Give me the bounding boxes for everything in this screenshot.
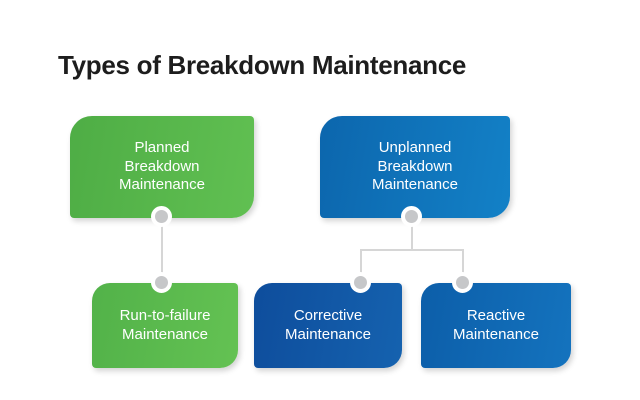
connector-dot-runtofailure-top — [151, 272, 172, 293]
connector-line-planned-to-runtofailure — [161, 218, 163, 283]
node-run-to-failure-maintenance: Run-to-failure Maintenance — [92, 283, 238, 368]
connector-dot-planned-bottom — [151, 206, 172, 227]
node-planned-breakdown-maintenance: Planned Breakdown Maintenance — [70, 116, 254, 218]
connector-line-drop-reactive — [462, 250, 464, 283]
connector-line-unplanned-rail — [360, 249, 464, 251]
node-reactive-maintenance: Reactive Maintenance — [421, 283, 571, 368]
page-title: Types of Breakdown Maintenance — [57, 50, 467, 80]
connector-dot-unplanned-bottom — [401, 206, 422, 227]
connector-line-drop-corrective — [360, 250, 362, 283]
node-corrective-maintenance: Corrective Maintenance — [254, 283, 402, 368]
connector-dot-corrective-top — [350, 272, 371, 293]
connector-line-unplanned-stem — [411, 218, 413, 251]
connector-dot-reactive-top — [452, 272, 473, 293]
node-unplanned-breakdown-maintenance: Unplanned Breakdown Maintenance — [320, 116, 510, 218]
